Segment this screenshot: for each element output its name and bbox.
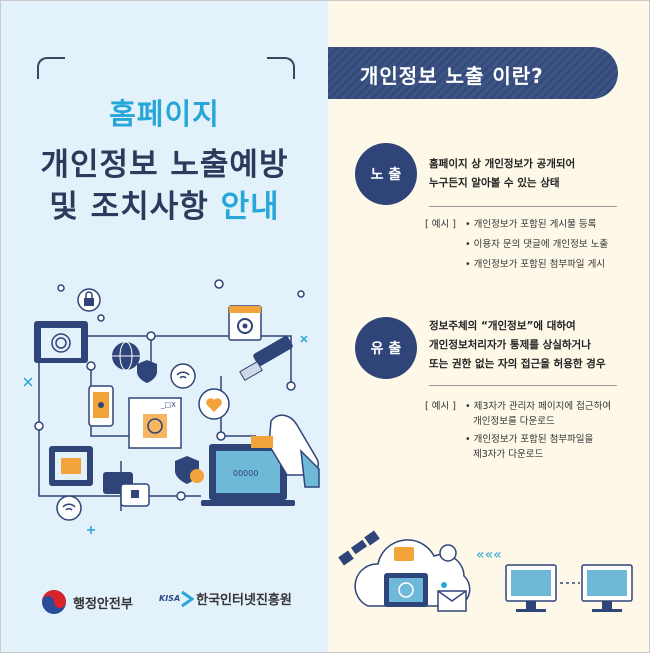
safe-icon [49, 446, 93, 486]
chat-icon [394, 547, 414, 561]
logo-bar: 행정안전부 KISA 한국인터넷진흥원 [41, 589, 311, 619]
title-line-1: 홈페이지 [109, 97, 220, 131]
tablet-fingerprint-icon [384, 573, 428, 607]
left-panel: 홈페이지 개인정보 노출예방 및 조치사항 안내 [1, 1, 328, 652]
mois-name: 행정안전부 [73, 596, 133, 612]
envelope-icon [437, 582, 467, 612]
popup-controls: _□X [160, 401, 176, 409]
heart-icon [198, 388, 230, 420]
section-banner: 개인정보 노출 이란? [328, 47, 618, 99]
title-line-3-highlight: 안내 [220, 189, 280, 225]
hand-icon [251, 414, 320, 488]
taegeuk-icon [42, 590, 66, 614]
divider [429, 385, 617, 386]
leak-definition-line: 정보주체의 “개인정보”에 대하여 [429, 320, 576, 332]
laptop-screen-text: 00000 [233, 469, 258, 478]
gear-icon [228, 305, 262, 341]
fingerprint-folder-icon [34, 321, 88, 363]
leak-example-item: 제3자가 다운로드 [473, 449, 544, 460]
title-line-3-main: 및 조치사항 [49, 189, 209, 225]
security-illustration: _□X [23, 279, 320, 534]
corner-bracket-left [37, 57, 65, 79]
exposure-definition-line: 홈페이지 상 개인정보가 공개되어 [429, 158, 576, 170]
kisa-mark: KISA [159, 594, 181, 603]
wifi-icon [170, 363, 196, 389]
exposure-badge: 노 출 [355, 143, 417, 205]
leak-badge: 유 출 [355, 317, 417, 379]
kisa-name: 한국인터넷진흥원 [196, 593, 292, 608]
leak-definition-line: 개인정보처리자가 통제를 상실하거나 [429, 339, 591, 351]
corner-bracket-right [267, 57, 295, 79]
kisa-logo: KISA 한국인터넷진흥원 [159, 589, 292, 608]
leak-definition: 정보주체의 “개인정보”에 대하여 개인정보처리자가 통제를 상실하거나 또는 … [429, 317, 606, 374]
laptop-icon: 00000 [201, 444, 295, 506]
banner-title: 개인정보 노출 이란? [360, 64, 544, 88]
monitor-icon [505, 564, 557, 612]
wifi-bottom-icon [56, 495, 82, 521]
exposure-example-item: • 개인정보가 포함된 게시물 등록 [465, 219, 597, 230]
exposure-example-item: • 개인정보가 포함된 첨부파일 게시 [465, 259, 606, 270]
leak-definition-line: 또는 권한 없는 자의 접근을 허용한 경우 [429, 358, 606, 370]
divider [429, 206, 617, 207]
arrow-left-icon: ««« [476, 547, 502, 563]
exposure-definition-line: 누구든지 알아볼 수 있는 상태 [429, 177, 560, 189]
leak-example-label: [ 예시 ] [425, 401, 456, 412]
monitor-icon-2 [581, 564, 633, 612]
exposure-example-item: • 이용자 문의 댓글에 개인정보 노출 [465, 239, 609, 250]
chat-bubble-icon [103, 472, 150, 507]
lock-bubble-icon [439, 544, 457, 562]
kisa-swoosh-icon [181, 590, 195, 607]
leak-example-item: • 제3자가 관리자 페이지에 접근하여 [465, 401, 612, 412]
title-line-2: 개인정보 노출예방 [40, 147, 289, 183]
globe-icon [112, 341, 140, 371]
mois-logo: 행정안전부 [41, 589, 133, 615]
title-line-3: 및 조치사항 안내 [1, 181, 328, 226]
browser-window-icon: _□X [128, 397, 182, 449]
usb-drive-icon [239, 336, 293, 382]
shield-check-icon [175, 456, 204, 484]
exposure-example-label: [ 예시 ] [425, 219, 456, 230]
shield-icon [137, 360, 157, 383]
satellite-icon [338, 530, 380, 566]
exposure-definition: 홈페이지 상 개인정보가 공개되어 누구든지 알아볼 수 있는 상태 [429, 155, 575, 193]
leak-example-item: • 개인정보가 포함된 첨부파일을 [465, 434, 594, 445]
data-leak-illustration: ««« [338, 530, 633, 612]
leak-example-item: 개인정보를 다운로드 [473, 416, 555, 427]
phone-key-icon [88, 385, 114, 427]
